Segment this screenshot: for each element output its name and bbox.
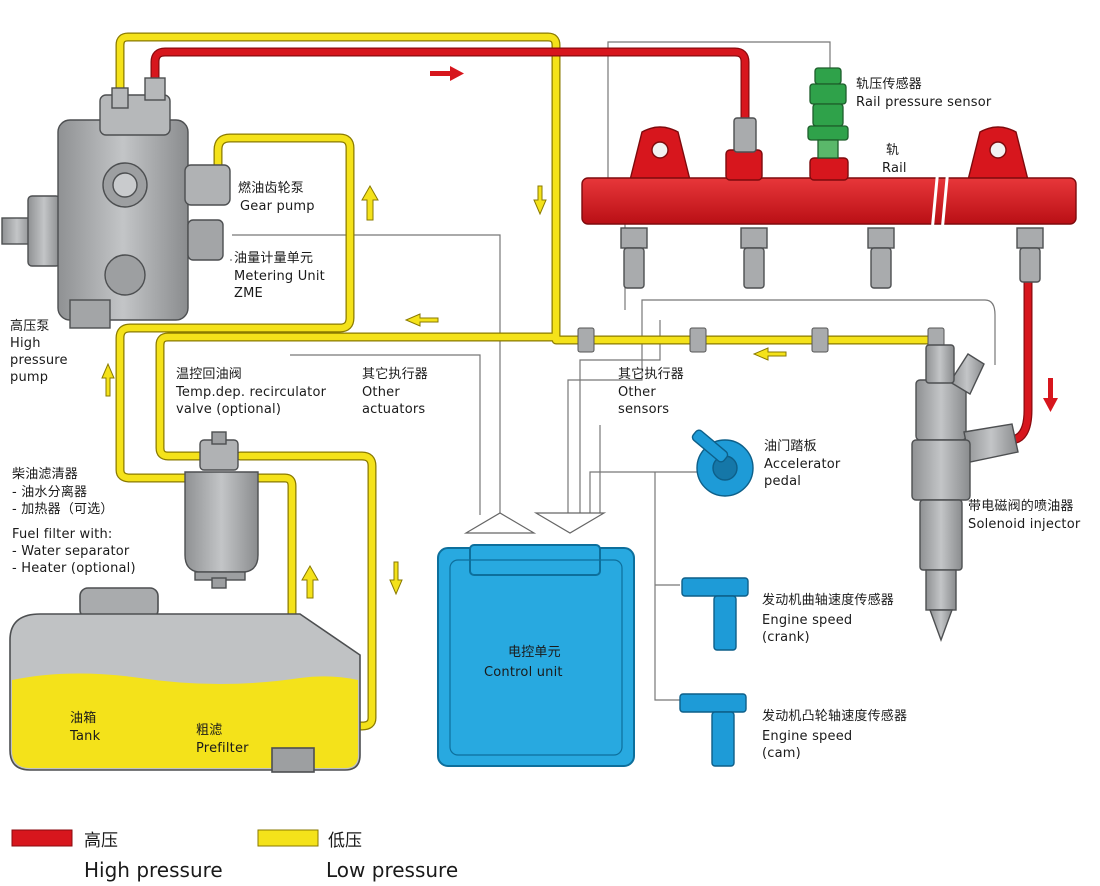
rail-label-en: Rail (882, 161, 907, 176)
control-unit-label-cn: 电控单元 (508, 645, 561, 660)
cam-speed-sensor (679, 693, 747, 767)
arrow-yellow-up-2 (101, 362, 115, 397)
fuel-filter-label-en: Fuel filter with: - Water separator - He… (12, 527, 136, 576)
legend-high-en: High pressure (84, 858, 223, 882)
crank-sensor-label-cn: 发动机曲轴速度传感器 (762, 593, 895, 608)
prefilter-label-en: Prefilter (196, 741, 249, 756)
injector-label-en: Solenoid injector (968, 517, 1081, 532)
metering-unit-label-en: Metering Unit ZME (234, 269, 325, 301)
rail-label-cn: 轨 (886, 143, 900, 158)
tank-label-cn: 油箱 (70, 711, 97, 726)
high-pressure-pump (1, 77, 231, 329)
legend-low-cn: 低压 (328, 831, 362, 851)
flow-arrows (101, 66, 1058, 599)
arrow-yellow-down-1 (533, 185, 547, 216)
legend-low-en: Low pressure (326, 858, 459, 882)
injector-label-cn: 带电磁阀的喷油器 (968, 499, 1074, 514)
arrow-yellow-down-2 (389, 561, 403, 596)
rail-pressure-sensor (807, 67, 849, 159)
gear-pump-label-cn: 燃油齿轮泵 (238, 181, 305, 196)
actuators-label-en: Other actuators (362, 385, 426, 417)
metering-unit-label-cn: 油量计量单元 (234, 251, 314, 266)
control-unit (437, 512, 635, 767)
recirculator-label-en: Temp.dep. recirculator valve (optional) (176, 385, 327, 417)
cam-sensor-label-en: Engine speed (cam) (762, 729, 853, 761)
pedal-label-en: Accelerator pedal (764, 457, 841, 489)
pedal-label-cn: 油门踏板 (764, 439, 817, 454)
accelerator-pedal (691, 429, 754, 497)
arrow-yellow-left-1 (404, 313, 439, 327)
control-unit-label-en: Control unit (484, 665, 563, 680)
prefilter-label-cn: 粗滤 (196, 723, 223, 738)
ecu-input-triangle-2 (533, 512, 607, 534)
gear-pump-label-en: Gear pump (240, 199, 315, 214)
fuel-filter-items-cn: - 油水分离器 - 加热器（可选） (12, 485, 114, 517)
rail-sensor-label-cn: 轨压传感器 (856, 77, 923, 92)
tank (9, 587, 361, 773)
legend-low-swatch (257, 829, 319, 847)
fuel-filter-label-cn: 柴油滤清器 (12, 467, 79, 482)
legend-high-cn: 高压 (84, 831, 118, 851)
low-pressure-lines (115, 32, 939, 755)
tank-label-en: Tank (70, 729, 101, 744)
sensors-label-en: Other sensors (618, 385, 670, 417)
actuators-label-cn: 其它执行器 (362, 367, 429, 382)
rail-sensor-label-en: Rail pressure sensor (856, 95, 992, 110)
cam-sensor-label-cn: 发动机凸轮轴速度传感器 (762, 709, 908, 724)
rail (581, 117, 1077, 289)
hp-pump-label-cn: 高压泵 (10, 319, 50, 334)
arrow-red-down (1043, 378, 1058, 412)
ecu-input-triangle-1 (463, 512, 537, 534)
arrow-yellow-up-1 (361, 184, 379, 221)
arrow-red-right (430, 66, 464, 81)
solenoid-injector (911, 344, 1019, 643)
arrow-yellow-up-3 (301, 564, 319, 599)
recirculator-label-cn: 温控回油阀 (176, 367, 243, 382)
fuel-filter (184, 431, 259, 589)
hp-pump-label-en: High pressure pump (10, 336, 68, 385)
crank-speed-sensor (681, 577, 749, 651)
sensors-label-cn: 其它执行器 (618, 367, 685, 382)
crank-sensor-label-en: Engine speed (crank) (762, 613, 853, 645)
arrow-yellow-left-2 (752, 347, 787, 361)
legend-high-swatch (11, 829, 73, 847)
